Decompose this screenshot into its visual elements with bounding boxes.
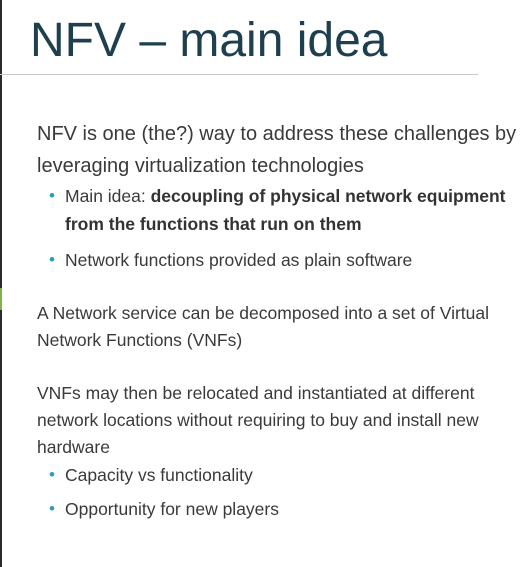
- bullet-dot-icon: •: [49, 186, 55, 205]
- title-divider: [0, 74, 478, 75]
- bullet-dot-icon: •: [49, 465, 55, 484]
- intro-paragraph: NFV is one (the?) way to address these c…: [37, 123, 517, 177]
- main-idea-bullet-list: • Main idea: decoupling of physical netw…: [37, 182, 527, 274]
- bullet-text: Capacity vs functionality: [65, 465, 253, 485]
- bullet-item-network-functions: • Network functions provided as plain so…: [37, 246, 527, 274]
- slide-body: NFV is one (the?) way to address these c…: [37, 118, 527, 529]
- bullet-text: Network functions provided as plain soft…: [65, 250, 413, 270]
- slide-left-edge: [0, 0, 2, 567]
- bullet-dot-icon: •: [49, 250, 55, 269]
- bullet-dot-icon: •: [49, 499, 55, 518]
- bullet-item-capacity: • Capacity vs functionality: [37, 461, 527, 489]
- bullet-item-main-idea: • Main idea: decoupling of physical netw…: [37, 182, 527, 238]
- network-service-paragraph: A Network service can be decomposed into…: [37, 303, 490, 350]
- vnf-bullet-list: • Capacity vs functionality • Opportunit…: [37, 461, 527, 523]
- bullet-text: Opportunity for new players: [65, 499, 279, 519]
- bullet-text-prefix: Main idea:: [65, 186, 151, 206]
- slide-left-accent: [0, 288, 2, 310]
- slide-title: NFV – main idea: [30, 14, 388, 67]
- bullet-text-bold: decoupling of physical network equipment…: [65, 186, 506, 234]
- bullet-item-new-players: • Opportunity for new players: [37, 495, 527, 523]
- vnf-relocation-paragraph: VNFs may then be relocated and instantia…: [37, 383, 479, 457]
